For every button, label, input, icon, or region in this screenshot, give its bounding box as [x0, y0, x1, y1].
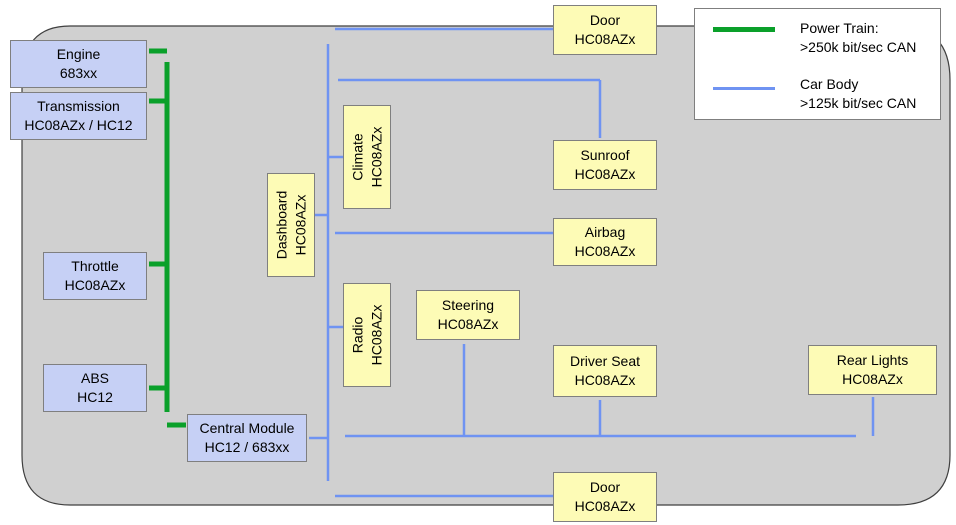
rear-lights-name: Rear Lights: [836, 352, 909, 368]
car-body-legend-label: Car Body >125k bit/sec CAN: [800, 75, 916, 113]
dashboard-name: Dashboard: [273, 190, 289, 260]
engine-name: Engine: [56, 46, 101, 62]
climate-module: Climate HC08AZx: [343, 105, 391, 209]
abs-module: ABS HC12: [43, 364, 147, 412]
rear-lights-module: Rear Lights HC08AZx: [808, 345, 937, 395]
steering-chip: HC08AZx: [437, 316, 499, 332]
power-train-legend-rate: >250k bit/sec CAN: [800, 39, 917, 55]
driver-seat-name: Driver Seat: [569, 353, 641, 369]
power-train-legend-title: Power Train:: [800, 20, 879, 36]
door-bottom-name: Door: [589, 479, 621, 495]
sunroof-name: Sunroof: [580, 147, 630, 163]
legend: Power Train: >250k bit/sec CAN Car Body …: [694, 8, 941, 120]
car-body-legend-title: Car Body: [800, 76, 859, 92]
car-body-legend-swatch: [713, 87, 775, 90]
sunroof-chip: HC08AZx: [574, 166, 636, 182]
throttle-name: Throttle: [71, 258, 119, 274]
dashboard-module: Dashboard HC08AZx: [267, 173, 315, 277]
throttle-module: Throttle HC08AZx: [43, 252, 147, 300]
climate-name: Climate: [349, 133, 365, 181]
dashboard-label: Dashboard HC08AZx: [272, 191, 310, 260]
power-train-legend-swatch: [713, 27, 775, 32]
steering-name: Steering: [441, 297, 495, 313]
driver-seat-module: Driver Seat HC08AZx: [553, 345, 657, 397]
central-name: Central Module: [199, 420, 295, 436]
power-train-legend-label: Power Train: >250k bit/sec CAN: [800, 19, 916, 57]
rear-lights-chip: HC08AZx: [842, 371, 903, 387]
sunroof-module: Sunroof HC08AZx: [553, 140, 657, 190]
door-bottom-module: Door HC08AZx: [553, 472, 657, 522]
radio-chip: HC08AZx: [368, 304, 384, 366]
power-train-bus: [149, 48, 186, 428]
transmission-name: Transmission: [37, 98, 120, 114]
car-body-bus: [309, 27, 875, 498]
central-module: Central Module HC12 / 683xx: [187, 414, 307, 462]
airbag-chip: HC08AZx: [574, 243, 636, 259]
radio-label: Radio HC08AZx: [348, 305, 386, 366]
door-top-name: Door: [589, 12, 621, 28]
steering-module: Steering HC08AZx: [416, 290, 520, 340]
driver-seat-chip: HC08AZx: [574, 372, 636, 388]
climate-chip: HC08AZx: [368, 126, 384, 188]
airbag-name: Airbag: [584, 224, 626, 240]
throttle-chip: HC08AZx: [64, 277, 126, 293]
dashboard-chip: HC08AZx: [292, 194, 308, 256]
central-chip: HC12 / 683xx: [204, 439, 290, 455]
abs-name: ABS: [80, 370, 109, 386]
door-top-chip: HC08AZx: [574, 31, 636, 47]
car-body-legend-rate: >125k bit/sec CAN: [800, 95, 917, 111]
airbag-module: Airbag HC08AZx: [553, 218, 657, 266]
engine-chip: 683xx: [59, 65, 98, 81]
abs-chip: HC12: [77, 389, 113, 405]
climate-label: Climate HC08AZx: [348, 127, 386, 188]
transmission-chip: HC08AZx / HC12: [24, 117, 133, 133]
door-top-module: Door HC08AZx: [553, 5, 657, 55]
radio-module: Radio HC08AZx: [343, 283, 391, 387]
door-bottom-chip: HC08AZx: [574, 498, 636, 514]
engine-module: Engine 683xx: [10, 40, 147, 88]
transmission-module: Transmission HC08AZx / HC12: [10, 92, 147, 140]
radio-name: Radio: [349, 316, 365, 354]
